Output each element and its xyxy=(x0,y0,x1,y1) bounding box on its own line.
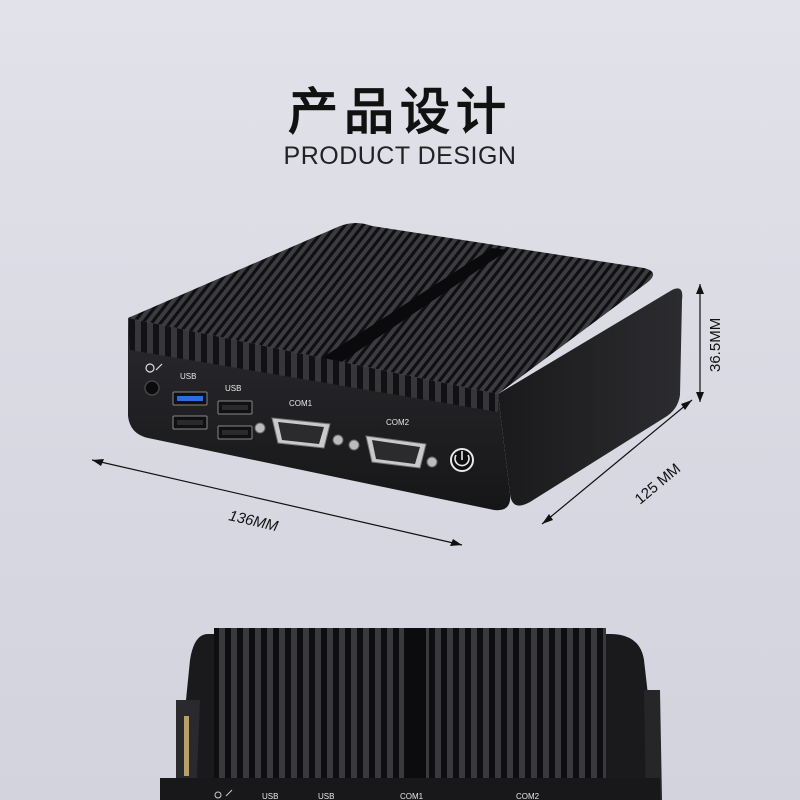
width-label: 136MM xyxy=(227,507,280,535)
front-usb-label-right: USB xyxy=(318,792,334,800)
heatsink-fins-top xyxy=(128,223,654,394)
com1-serial-port xyxy=(254,417,344,449)
mini-pc-top-view: USB USB COM1 COM2 xyxy=(128,223,683,511)
height-label: 36.5MM xyxy=(707,318,724,372)
front-heatsink-groove xyxy=(404,628,426,778)
heading-english: PRODUCT DESIGN xyxy=(283,142,517,170)
front-com1-label: COM1 xyxy=(400,792,424,800)
usb-port-black-right-top xyxy=(217,400,253,415)
usb-label-right: USB xyxy=(225,384,241,393)
chassis-right-side xyxy=(498,288,683,506)
heatsink-fin-edge xyxy=(128,318,498,412)
usb-label-left: USB xyxy=(180,372,196,381)
heatsink-groove xyxy=(300,248,508,378)
dimension-height: 36.5MM xyxy=(696,284,724,402)
arrow-icon xyxy=(214,789,233,799)
com1-label: COM1 xyxy=(289,399,313,408)
usb-port-black-left xyxy=(172,415,208,430)
usb-port-blue xyxy=(172,391,208,406)
antenna-connector xyxy=(184,716,189,776)
com2-serial-port xyxy=(348,435,438,469)
audio-jack xyxy=(144,380,160,396)
front-com2-label: COM2 xyxy=(516,792,540,800)
usb-port-black-right-bottom xyxy=(217,425,253,440)
front-usb-label-left: USB xyxy=(262,792,278,800)
mini-pc-front-view: USB USB COM1 COM2 xyxy=(160,628,662,800)
com2-label: COM2 xyxy=(386,418,410,427)
depth-label: 125 MM xyxy=(632,460,684,508)
power-button-icon xyxy=(450,448,474,472)
headphone-mic-icon xyxy=(145,363,163,373)
heading-chinese: 产品设计 xyxy=(288,83,512,141)
